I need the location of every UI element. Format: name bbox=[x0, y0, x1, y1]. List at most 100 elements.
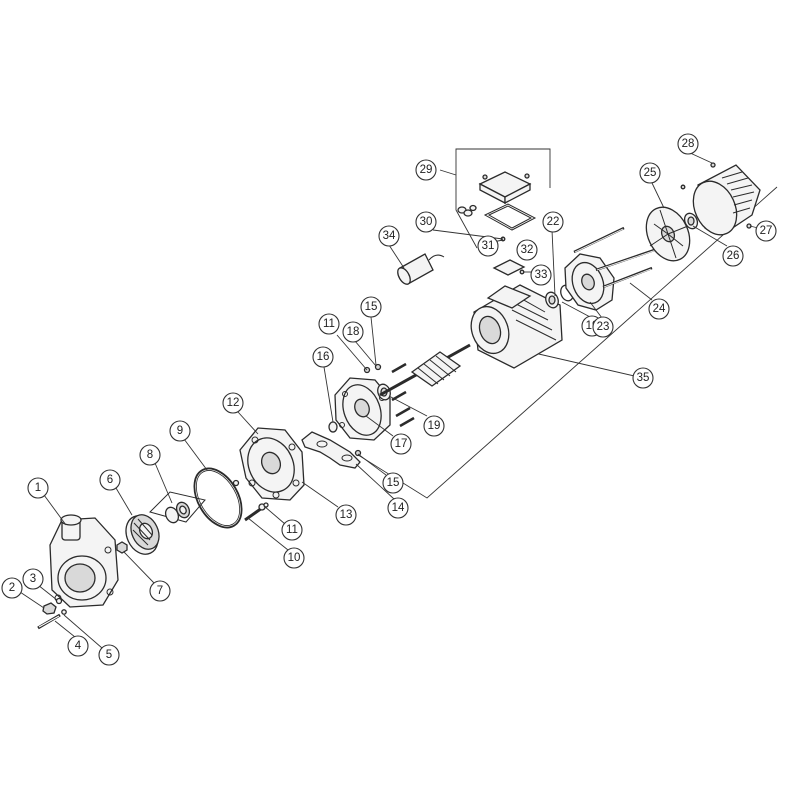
callout-label: 15 bbox=[365, 301, 378, 313]
callout-label: 28 bbox=[682, 138, 695, 150]
callout-19: 19 bbox=[423, 415, 445, 437]
callout-12: 12 bbox=[222, 392, 244, 414]
callout-circle bbox=[390, 433, 412, 455]
callout-label: 5 bbox=[106, 649, 112, 661]
callout-29: 29 bbox=[415, 159, 437, 181]
callout-circle bbox=[169, 420, 191, 442]
callout-label: 27 bbox=[760, 225, 773, 237]
callout-label: 9 bbox=[177, 425, 183, 437]
callout-label: 16 bbox=[317, 351, 330, 363]
callout-label: 24 bbox=[653, 303, 666, 315]
callout-6: 6 bbox=[99, 469, 121, 491]
callout-3: 3 bbox=[22, 568, 44, 590]
fan-cover-part bbox=[680, 162, 761, 236]
support-foot-part bbox=[301, 431, 362, 469]
callout-label: 34 bbox=[383, 230, 396, 242]
callout-circle bbox=[342, 321, 364, 343]
callout-label: 23 bbox=[597, 321, 610, 333]
capacitor-part bbox=[397, 253, 445, 285]
callout-label: 6 bbox=[107, 474, 113, 486]
leader-35 bbox=[529, 351, 644, 379]
callout-label: 1 bbox=[35, 482, 41, 494]
drain-plug-part bbox=[42, 602, 57, 615]
callout-28: 28 bbox=[677, 133, 699, 155]
callout-24: 24 bbox=[648, 298, 670, 320]
callout-31: 31 bbox=[477, 235, 499, 257]
callout-label: 4 bbox=[75, 640, 82, 652]
callout-label: 15 bbox=[387, 477, 400, 489]
callout-circle bbox=[755, 220, 777, 242]
callout-circle bbox=[415, 211, 437, 233]
callout-circle bbox=[677, 133, 699, 155]
callout-11: 11 bbox=[318, 313, 340, 335]
callout-circle bbox=[318, 313, 340, 335]
callout-25: 25 bbox=[639, 162, 661, 184]
leader-29 bbox=[439, 169, 457, 176]
cable-gland-part bbox=[457, 204, 477, 217]
front-bearing-flange-part bbox=[334, 377, 391, 441]
callout-circle bbox=[382, 472, 404, 494]
mechanical-seal-part bbox=[149, 491, 206, 524]
seal-plate-part bbox=[239, 427, 305, 501]
callout-circle bbox=[530, 264, 552, 286]
callout-circle bbox=[98, 644, 120, 666]
callout-label: 12 bbox=[227, 397, 240, 409]
callout-layer: 1234567891011111213141515161718191922232… bbox=[1, 133, 777, 666]
callout-circle bbox=[283, 547, 305, 569]
callout-circle bbox=[516, 239, 538, 261]
callout-circle bbox=[139, 444, 161, 466]
callout-26: 26 bbox=[722, 245, 744, 267]
callout-9: 9 bbox=[169, 420, 191, 442]
callout-circle bbox=[1, 577, 23, 599]
callout-label: 30 bbox=[420, 216, 433, 228]
callout-22: 22 bbox=[542, 211, 564, 233]
callout-label: 11 bbox=[286, 524, 298, 536]
callout-14: 14 bbox=[387, 497, 409, 519]
callout-circle bbox=[22, 568, 44, 590]
callout-circle bbox=[722, 245, 744, 267]
casing-bolt-part bbox=[37, 613, 61, 630]
fan-part bbox=[645, 206, 691, 262]
callout-label: 26 bbox=[727, 250, 740, 262]
screw-part bbox=[232, 479, 269, 522]
callout-circle bbox=[592, 316, 614, 338]
callout-label: 8 bbox=[147, 449, 153, 461]
callout-34: 34 bbox=[378, 225, 400, 247]
callout-circle bbox=[387, 497, 409, 519]
callout-label: 2 bbox=[9, 582, 15, 594]
callout-7: 7 bbox=[149, 580, 171, 602]
callout-circle bbox=[312, 346, 334, 368]
callout-30: 30 bbox=[415, 211, 437, 233]
callout-4: 4 bbox=[67, 635, 89, 657]
callout-circle bbox=[648, 298, 670, 320]
callout-circle bbox=[335, 504, 357, 526]
assembly-35-bracket bbox=[354, 186, 778, 499]
callout-circle bbox=[281, 519, 303, 541]
callout-label: 10 bbox=[288, 552, 301, 564]
leader-lines bbox=[19, 151, 759, 649]
bolt-washer-part bbox=[328, 421, 338, 433]
callout-label: 32 bbox=[521, 244, 534, 256]
callout-label: 31 bbox=[482, 240, 495, 252]
callout-circle bbox=[27, 477, 49, 499]
callout-15: 15 bbox=[360, 296, 382, 318]
callout-circle bbox=[639, 162, 661, 184]
callout-circle bbox=[67, 635, 89, 657]
rotor-shaft-part bbox=[379, 343, 471, 397]
callout-circle bbox=[477, 235, 499, 257]
callout-label: 22 bbox=[547, 216, 560, 228]
callout-33: 33 bbox=[530, 264, 552, 286]
callout-label: 18 bbox=[347, 326, 360, 338]
callout-circle bbox=[360, 296, 382, 318]
callout-label: 25 bbox=[644, 167, 657, 179]
callout-circle bbox=[378, 225, 400, 247]
callout-23: 23 bbox=[592, 316, 614, 338]
callout-10: 10 bbox=[283, 547, 305, 569]
callout-circle bbox=[222, 392, 244, 414]
callout-circle bbox=[423, 415, 445, 437]
callout-label: 3 bbox=[30, 573, 36, 585]
callout-label: 7 bbox=[157, 585, 163, 597]
rear-flange-part bbox=[564, 253, 615, 311]
washer-part bbox=[55, 597, 63, 605]
callout-label: 11 bbox=[323, 318, 335, 330]
